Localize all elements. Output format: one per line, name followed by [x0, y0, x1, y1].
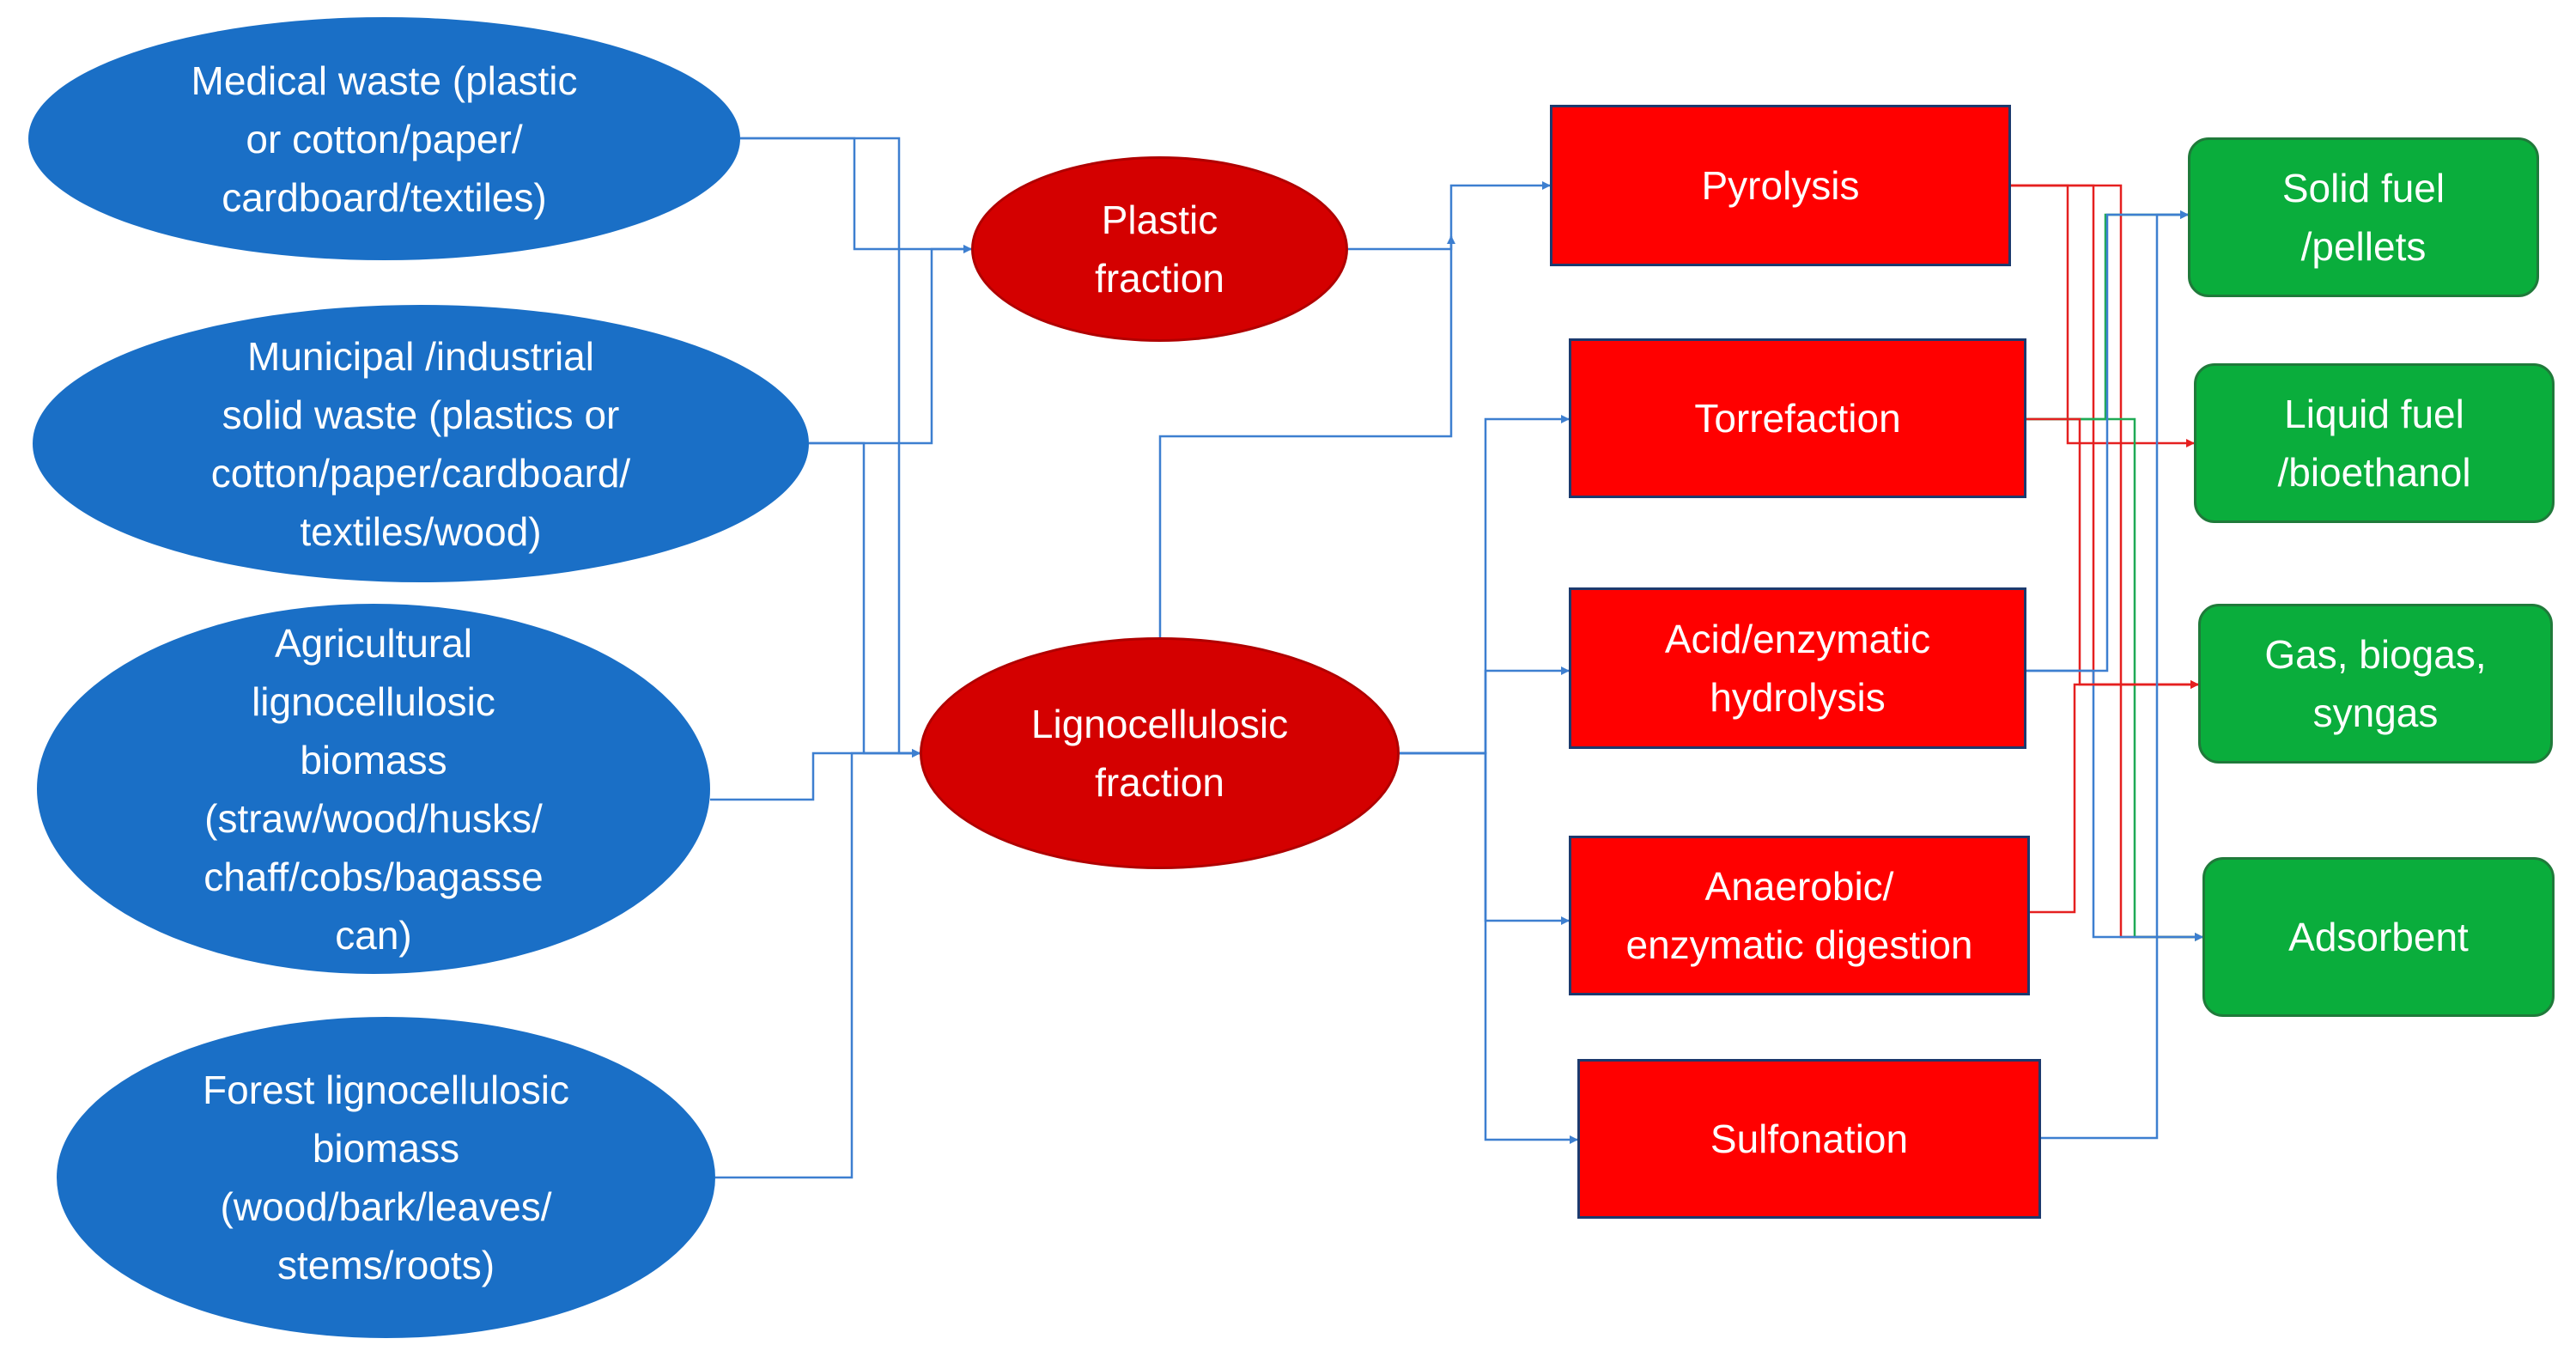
product-liquid-fuel-label: Liquid fuel /bioethanol: [2277, 392, 2471, 495]
connector-torrefaction-to-adsorbent: [2026, 417, 2203, 941]
connector-municipal-to-lignocellulosic: [809, 441, 920, 758]
process-hydrolysis: Acid/enzymatic hydrolysis: [1569, 587, 2026, 749]
plastic-fraction-label: Plastic fraction: [1095, 198, 1224, 301]
process-pyrolysis-label: Pyrolysis: [1701, 163, 1860, 208]
connector-municipal-to-plastic: [809, 245, 972, 445]
process-torrefaction: Torrefaction: [1569, 338, 2026, 498]
connector-medical-to-plastic: [740, 137, 972, 253]
source-medical-waste-label: Medical waste (plastic or cotton/paper/ …: [191, 58, 578, 220]
process-hydrolysis-label: Acid/enzymatic hydrolysis: [1664, 617, 1931, 720]
product-liquid-fuel: Liquid fuel /bioethanol: [2194, 363, 2555, 523]
plastic-fraction: Plastic fraction: [971, 156, 1348, 342]
source-agricultural-biomass-label: Agricultural lignocellulosic biomass (st…: [204, 620, 544, 958]
connector-torrefaction-to-gas: [2026, 417, 2199, 689]
product-solid-fuel-label: Solid fuel /pellets: [2281, 166, 2445, 269]
connector-lignocellulosic-to-sulfonation: [1400, 751, 1578, 1144]
connector-lignocellulosic-to-torrefaction: [1400, 415, 1570, 755]
connector-agricultural-to-lignocellulosic: [710, 749, 920, 801]
product-solid-fuel: Solid fuel /pellets: [2188, 137, 2539, 297]
connector-pyrolysis-to-liquid: [2011, 184, 2195, 447]
source-municipal-waste: Municipal /industrial solid waste (plast…: [33, 305, 809, 582]
lignocellulosic-fraction-label: Lignocellulosic fraction: [1030, 702, 1289, 805]
product-gas-label: Gas, biogas, syngas: [2264, 632, 2487, 735]
source-municipal-waste-label: Municipal /industrial solid waste (plast…: [210, 333, 631, 554]
connector-hydrolysis-to-adsorbent: [2026, 669, 2203, 941]
process-digestion: Anaerobic/ enzymatic digestion: [1569, 836, 2030, 995]
product-gas: Gas, biogas, syngas: [2198, 604, 2553, 764]
lignocellulosic-fraction: Lignocellulosic fraction: [920, 637, 1400, 869]
process-sulfonation-label: Sulfonation: [1710, 1117, 1909, 1161]
connector-sulfonation-to-solid: [2041, 210, 2189, 1140]
connector-lignocellulosic-to-hydrolysis: [1400, 666, 1570, 755]
connector-forest-to-lignocellulosic: [715, 749, 920, 1179]
product-adsorbent: Adsorbent: [2202, 857, 2555, 1017]
process-torrefaction-label: Torrefaction: [1694, 396, 1901, 441]
connector-lignocellulosic-to-digestion: [1400, 751, 1570, 925]
source-medical-waste: Medical waste (plastic or cotton/paper/ …: [28, 17, 740, 260]
connector-digestion-to-gas: [2030, 680, 2199, 914]
source-forest-biomass: Forest lignocellulosic biomass (wood/bar…: [57, 1017, 715, 1338]
process-digestion-label: Anaerobic/ enzymatic digestion: [1625, 864, 1973, 967]
connector-lignocellulosic-to-pyrolysis: [1158, 181, 1551, 637]
product-adsorbent-label: Adsorbent: [2288, 915, 2469, 959]
source-agricultural-biomass: Agricultural lignocellulosic biomass (st…: [37, 604, 710, 974]
process-pyrolysis: Pyrolysis: [1550, 105, 2011, 266]
connector-plastic-to-pyrolysis-join: [1348, 235, 1455, 251]
source-forest-biomass-label: Forest lignocellulosic biomass (wood/bar…: [203, 1068, 569, 1287]
process-sulfonation: Sulfonation: [1577, 1059, 2041, 1219]
